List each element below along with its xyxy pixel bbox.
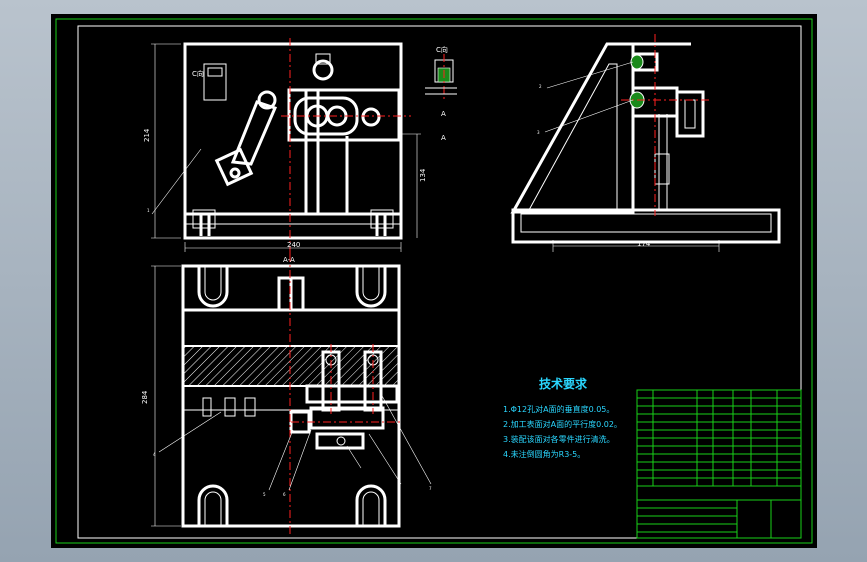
tech-line-2: 2.加工表面对A面的平行度0.02。: [503, 419, 622, 429]
front-view: [151, 38, 421, 254]
dim-height-right: 134: [419, 168, 427, 182]
dim-base-right: 174: [637, 240, 651, 248]
balloon-5: 5: [263, 492, 266, 497]
tech-line-3: 3.装配该面对各零件进行清洗。: [503, 434, 615, 444]
balloon-6: 6: [283, 492, 286, 497]
inner-frame: [77, 25, 802, 539]
balloon-1: 1: [147, 208, 150, 213]
section-view: [151, 254, 432, 534]
dim-width-bottom: 240: [287, 241, 300, 249]
label-arrow-a: A: [441, 110, 446, 118]
label-section-aa: A-A: [283, 256, 295, 264]
balloon-4: 4: [153, 452, 156, 457]
detail-c-view: [425, 54, 457, 102]
tech-line-4: 4.未注倒圆角为R3-5。: [503, 449, 585, 459]
balloon-2: 2: [539, 84, 542, 89]
tech-title: 技术要求: [539, 376, 588, 391]
dim-height-left: 214: [143, 128, 151, 142]
dim-height-section: 284: [141, 390, 149, 404]
side-view: [510, 34, 781, 252]
balloon-3: 3: [537, 130, 540, 135]
label-view-c2: C向: [436, 45, 448, 54]
cad-drawing: 214 240 134 C向 A 1 C向 174 2: [55, 18, 813, 544]
tech-line-1: 1.Φ12孔对A面的垂直度0.05。: [503, 404, 614, 414]
balloon-7: 7: [429, 486, 432, 491]
title-block: [636, 389, 802, 539]
label-view-c: C向: [192, 69, 204, 78]
drawing-sheet: 214 240 134 C向 A 1 C向 174 2: [51, 14, 817, 548]
outer-frame: [55, 18, 813, 544]
label-arrow-a2: A: [441, 134, 446, 142]
